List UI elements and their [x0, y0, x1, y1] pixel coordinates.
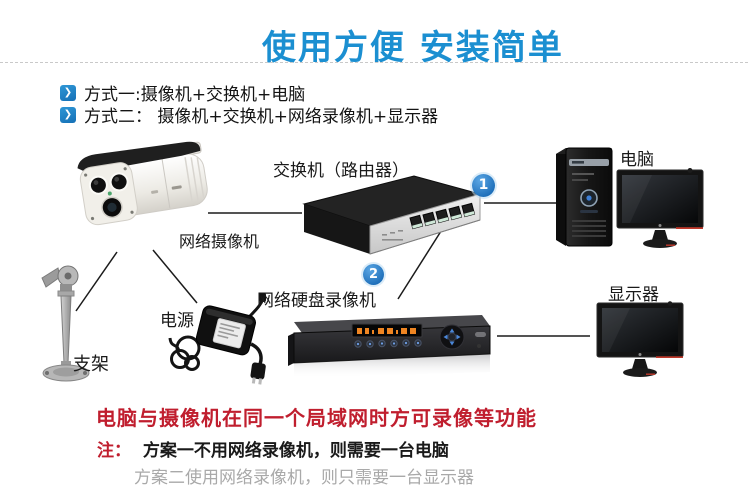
switch-label: 交换机（路由器） — [273, 161, 409, 181]
chevron-bullet-icon: ❯ — [60, 84, 76, 101]
method-2-label: 方式二： 摄像机+交换机+网络录像机+显示器 — [84, 107, 439, 127]
note-line-1: 注： 方案一不用网络录像机，则需要一台电脑 — [97, 436, 449, 461]
pc-monitor-image — [614, 166, 706, 250]
power-label: 电源 — [160, 311, 194, 331]
monitor-image — [594, 301, 686, 379]
switch-image — [296, 170, 486, 262]
camera-label: 网络摄像机 — [179, 232, 260, 251]
page-title: 使用方便 安装简单 — [262, 28, 564, 68]
bracket-image — [28, 256, 92, 396]
method-item-1: ❯ 方式一:摄像机+交换机+电脑 — [60, 80, 305, 105]
note-line-2: 方案二使用网络录像机，则只需要一台显示器 — [134, 468, 474, 488]
method-item-2: ❯ 方式二： 摄像机+交换机+网络录像机+显示器 — [60, 102, 438, 127]
note-prefix: 注： — [97, 441, 131, 461]
pc-label: 电脑 — [620, 150, 654, 170]
step-2-badge: 2 — [363, 264, 384, 285]
power-adapter-image — [158, 290, 270, 386]
header-divider — [0, 62, 748, 63]
note-1-text: 方案一不用网络录像机，则需要一台电脑 — [142, 441, 449, 461]
method-1-label: 方式一:摄像机+交换机+电脑 — [84, 85, 306, 105]
bracket-label: 支架 — [73, 354, 109, 375]
ip-camera-image — [68, 136, 220, 240]
monitor-label: 显示器 — [608, 285, 659, 305]
step-1-badge: 1 — [472, 174, 495, 197]
chevron-bullet-icon: ❯ — [60, 106, 76, 123]
footer-headline: 电脑与摄像机在同一个局域网时方可录像等功能 — [96, 406, 537, 430]
nvr-label: 网络硬盘录像机 — [257, 291, 376, 311]
nvr-image — [280, 306, 498, 378]
pc-tower-image — [552, 140, 618, 252]
